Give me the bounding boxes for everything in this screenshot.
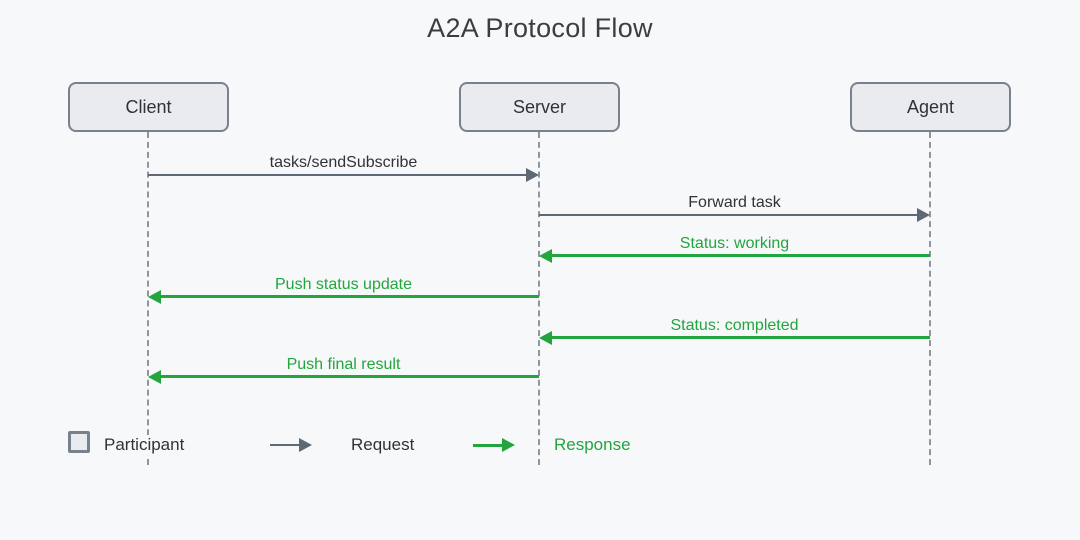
participant-server-label: Server xyxy=(512,96,566,117)
participant-agent-label: Agent xyxy=(906,96,955,117)
response-arrow-line xyxy=(161,295,539,298)
message-label: tasks/sendSubscribe xyxy=(269,154,418,171)
arrowhead-right-icon xyxy=(299,438,312,452)
legend-request-arrow xyxy=(270,444,300,446)
diagram-title: A2A Protocol Flow xyxy=(427,13,653,43)
lifeline-agent xyxy=(929,132,931,465)
response-arrow-line xyxy=(552,336,930,339)
participant-client: Client xyxy=(68,82,229,132)
message-label: Forward task xyxy=(688,194,781,211)
legend-participant-swatch xyxy=(68,431,90,453)
message-label: Push final result xyxy=(286,356,401,373)
arrowhead-right-icon xyxy=(526,168,539,182)
arrowhead-right-icon xyxy=(917,208,930,222)
arrowhead-left-icon xyxy=(539,249,552,263)
lifeline-server xyxy=(538,132,540,465)
legend-response-arrow xyxy=(473,444,503,447)
message-label: Status: working xyxy=(679,235,790,252)
participant-agent: Agent xyxy=(850,82,1011,132)
request-arrow-line xyxy=(539,214,918,216)
request-arrow-line xyxy=(148,174,527,176)
arrowhead-left-icon xyxy=(148,370,161,384)
arrowhead-right-icon xyxy=(502,438,515,452)
arrowhead-left-icon xyxy=(539,331,552,345)
legend-participant-label: Participant xyxy=(102,435,187,455)
legend-request-label: Request xyxy=(349,435,417,455)
participant-server: Server xyxy=(459,82,620,132)
message-label: Status: completed xyxy=(670,317,799,334)
response-arrow-line xyxy=(552,254,930,257)
response-arrow-line xyxy=(161,375,539,378)
legend-response-label: Response xyxy=(554,435,631,454)
message-label: Push status update xyxy=(275,276,412,293)
arrowhead-left-icon xyxy=(148,290,161,304)
participant-client-label: Client xyxy=(125,96,172,117)
